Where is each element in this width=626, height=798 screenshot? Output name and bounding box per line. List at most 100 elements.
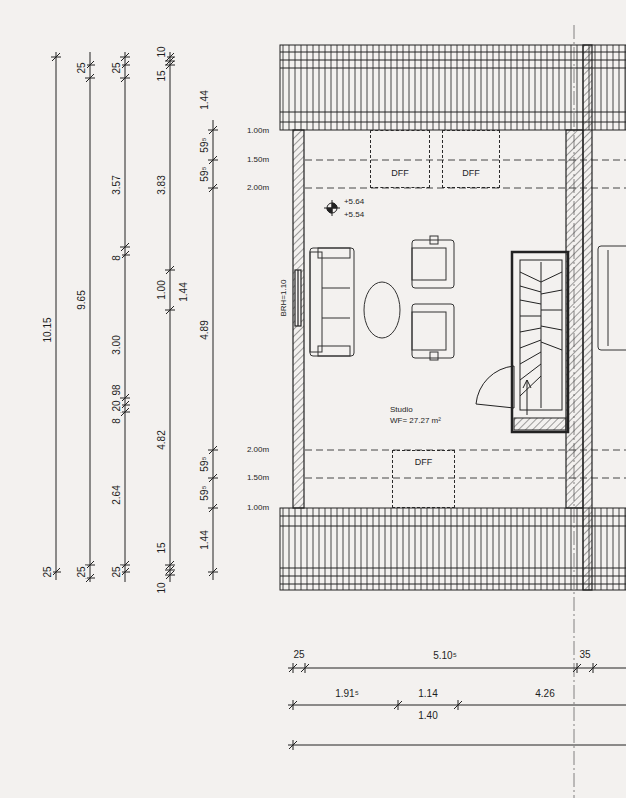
dimension-line bbox=[170, 52, 171, 582]
dimension-line bbox=[85, 61, 95, 582]
dimension-label: 25 bbox=[43, 565, 53, 578]
furniture bbox=[310, 236, 626, 360]
staircase bbox=[512, 252, 568, 432]
roof-band bbox=[280, 45, 626, 130]
level-symbol bbox=[332, 200, 333, 216]
dimension-label: 15 bbox=[157, 541, 167, 554]
staircase bbox=[520, 260, 562, 410]
dimension-label: 1.00 bbox=[157, 279, 167, 300]
dimension-label: 3.83 bbox=[157, 174, 167, 195]
roof-window: DFF bbox=[370, 130, 430, 188]
dimension-line bbox=[289, 740, 297, 750]
furniture bbox=[310, 252, 322, 352]
dimension-label: 9.65 bbox=[77, 289, 87, 310]
dimension-label: 25 bbox=[112, 61, 122, 74]
door-swing bbox=[514, 366, 515, 408]
dimension-label: 35 bbox=[578, 650, 591, 660]
staircase bbox=[541, 272, 562, 350]
dimension-label: 25 bbox=[112, 565, 122, 578]
roof-window-label: DFF bbox=[415, 458, 433, 468]
dimension-label: 3.57 bbox=[112, 174, 122, 195]
furniture bbox=[412, 240, 454, 288]
dimension-label: 4.82 bbox=[157, 429, 167, 450]
roof-band bbox=[280, 68, 626, 69]
furniture bbox=[322, 288, 350, 289]
wall bbox=[297, 270, 298, 326]
level-label: 1.50m bbox=[246, 474, 270, 482]
roof-band bbox=[280, 45, 626, 590]
roof-band bbox=[280, 584, 626, 585]
dimension-label: 2.64 bbox=[112, 484, 122, 505]
level-label: 1.00m bbox=[246, 504, 270, 512]
dimension-line bbox=[208, 126, 218, 576]
level-symbol bbox=[324, 200, 340, 216]
dimension-line bbox=[289, 700, 462, 710]
wall bbox=[293, 45, 592, 590]
staircase bbox=[523, 380, 531, 388]
level-label: +5.54 bbox=[343, 211, 365, 219]
dimension-label: 25 bbox=[292, 650, 305, 660]
room-label: Studio bbox=[390, 406, 413, 415]
roof-band bbox=[280, 122, 626, 123]
dimension-label: 1.44 bbox=[200, 89, 210, 110]
wall bbox=[295, 270, 301, 326]
dimension-label: 59⁵ bbox=[200, 136, 210, 153]
staircase bbox=[541, 262, 542, 408]
dimension-line bbox=[51, 53, 61, 576]
staircase bbox=[512, 252, 568, 432]
dimension-line bbox=[125, 52, 126, 582]
level-label: 1.00m bbox=[246, 127, 270, 135]
dimension-label: 10 bbox=[157, 45, 167, 58]
dimension-label: 4.89 bbox=[200, 319, 210, 340]
roof-window-label: DFF bbox=[462, 169, 480, 179]
dimension-line bbox=[51, 52, 626, 750]
roof-band bbox=[280, 112, 626, 113]
dimension-label: 1.14 bbox=[417, 689, 438, 699]
staircase bbox=[527, 380, 528, 415]
dimension-label: 59⁵ bbox=[200, 165, 210, 182]
dimension-label: 1.91⁵ bbox=[334, 689, 360, 699]
dimension-line bbox=[90, 52, 91, 582]
dimension-label: 3.00 bbox=[112, 334, 122, 355]
wall bbox=[293, 130, 304, 508]
roof-window: DFF bbox=[442, 130, 500, 188]
dimension-label: 98 bbox=[112, 383, 122, 396]
roof-band bbox=[280, 508, 626, 590]
roof-window-label: DFF bbox=[391, 169, 409, 179]
dimension-label: 20 bbox=[112, 399, 122, 412]
dimension-label: 4.26 bbox=[534, 689, 555, 699]
roof-band bbox=[280, 60, 626, 61]
roof-band bbox=[280, 516, 626, 517]
level-label: 2.00m bbox=[246, 446, 270, 454]
door-swing bbox=[476, 366, 514, 408]
door-swing bbox=[476, 366, 514, 408]
roof-window: DFF bbox=[392, 450, 455, 508]
dimension-label: 8 bbox=[112, 417, 122, 425]
level-label: +5.64 bbox=[343, 198, 365, 206]
dimension-label: 10.15 bbox=[43, 316, 53, 343]
dimension-label: 1.44 bbox=[179, 281, 189, 302]
dimension-label: 1.40 bbox=[417, 711, 438, 721]
roof-band bbox=[280, 52, 626, 53]
furniture bbox=[412, 248, 446, 280]
furniture bbox=[310, 248, 354, 356]
level-label: 1.50m bbox=[246, 156, 270, 164]
roof-band bbox=[280, 526, 626, 527]
furniture bbox=[412, 304, 454, 358]
furniture bbox=[318, 346, 350, 356]
staircase bbox=[520, 272, 541, 396]
dimension-label: 5.10⁵ bbox=[432, 651, 458, 661]
dimension-line bbox=[165, 53, 175, 579]
dimension-label: 15 bbox=[157, 69, 167, 82]
furniture bbox=[364, 282, 400, 338]
dimension-label: 8 bbox=[112, 254, 122, 262]
furniture bbox=[318, 248, 350, 258]
roof-band bbox=[280, 568, 626, 569]
dimension-label: 25 bbox=[77, 61, 87, 74]
furniture bbox=[608, 250, 609, 346]
furniture bbox=[412, 312, 446, 350]
room-label: WF= 27.27 m² bbox=[390, 417, 441, 426]
dimension-line bbox=[288, 745, 626, 746]
room: StudioWF= 27.27 m² DFF DFF DFF bbox=[305, 130, 566, 508]
